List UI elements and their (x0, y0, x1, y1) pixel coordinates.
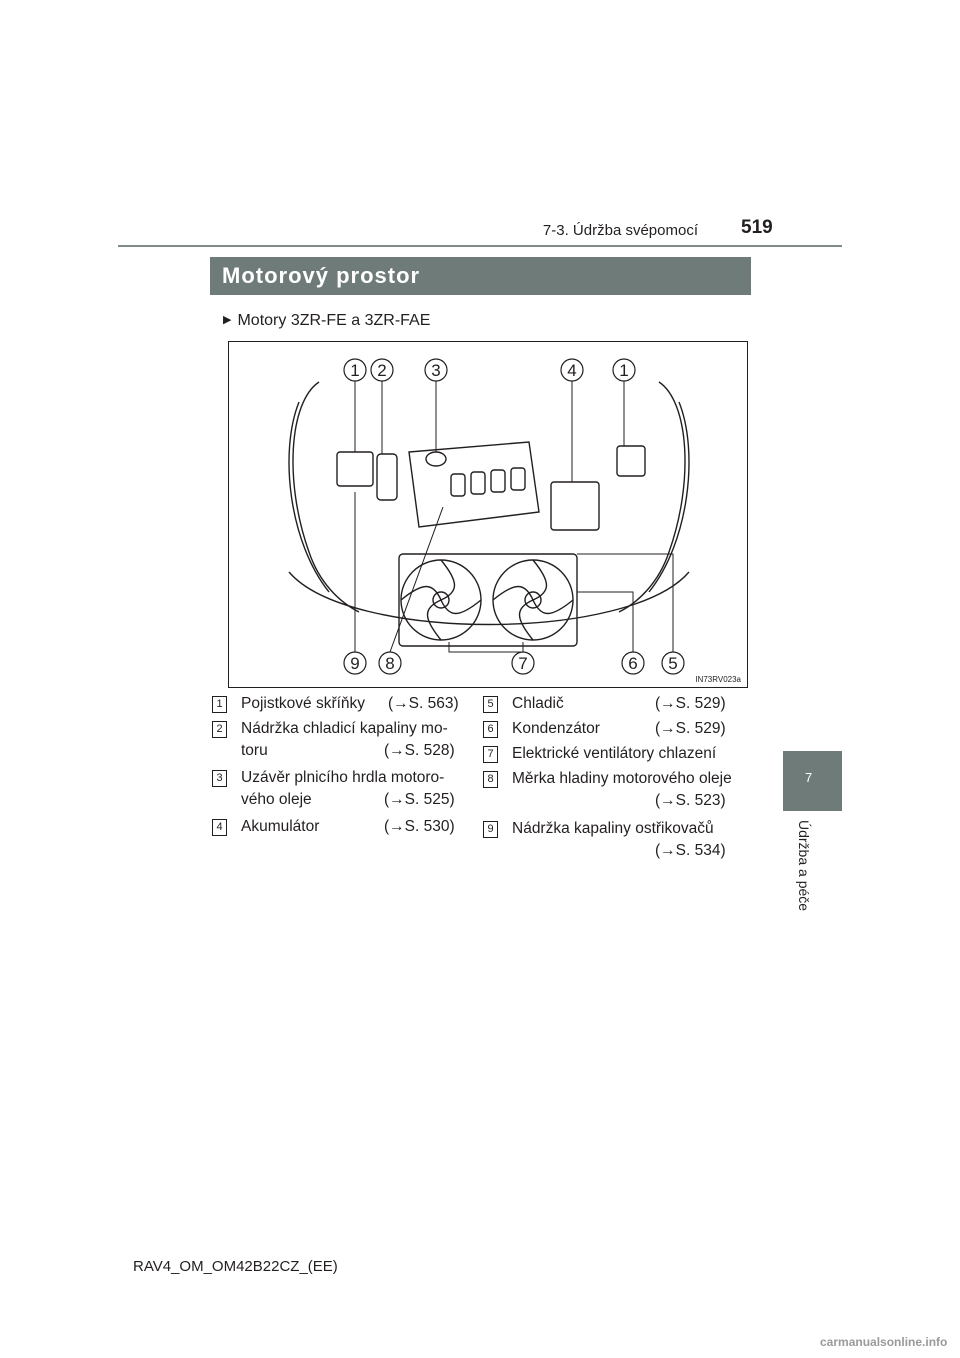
figure-code: IN73RV023a (695, 675, 741, 684)
svg-text:5: 5 (668, 654, 677, 673)
legend-item: 4 Akumulátor (→S. 530) (212, 816, 472, 838)
callout-1-top-left: 1 (343, 358, 367, 382)
svg-text:3: 3 (431, 361, 440, 380)
legend-ref: (→S. 525) (384, 791, 455, 808)
svg-text:7: 7 (518, 654, 527, 673)
engine-compartment-figure: 1 2 3 4 1 9 8 (228, 341, 748, 688)
fuse-box-left (336, 451, 374, 487)
callout-9: 9 (343, 651, 367, 675)
legend-item: 7 Elektrické ventilátory chlazení (483, 743, 753, 765)
legend-text: Měrka hladiny motorového oleje (512, 770, 732, 787)
legend-number: 4 (212, 819, 227, 836)
chapter-label: Údržba a péče (796, 820, 812, 912)
page-title: Motorový prostor (222, 263, 421, 288)
coolant-reservoir (376, 453, 398, 501)
legend-number: 2 (212, 721, 227, 738)
oil-filler-cap (425, 451, 447, 467)
callout-6: 6 (621, 651, 645, 675)
radiator (398, 553, 578, 647)
legend-number: 8 (483, 771, 498, 788)
legend-number: 9 (483, 821, 498, 838)
fuse-box-right (616, 445, 646, 477)
legend-text-cont: toru (241, 742, 268, 759)
legend-number: 6 (483, 721, 498, 738)
header-rule (118, 245, 842, 247)
callout-2: 2 (370, 358, 394, 382)
battery (550, 481, 600, 531)
svg-text:8: 8 (385, 654, 394, 673)
legend-item: 8 Měrka hladiny motorového oleje (→S. 52… (483, 768, 753, 812)
subheading-text: Motory 3ZR-FE a 3ZR-FAE (237, 312, 431, 329)
legend-ref: (→S. 528) (384, 742, 455, 759)
callout-5: 5 (661, 651, 685, 675)
title-band: Motorový prostor (210, 257, 751, 295)
legend-item: 1 Pojistkové skříňky (→S. 563) (212, 693, 472, 715)
page-number: 519 (741, 217, 773, 238)
legend-text: Kondenzátor (512, 720, 600, 737)
chapter-tab: 7 (783, 751, 842, 811)
legend-number: 5 (483, 696, 498, 713)
legend-text: Akumulátor (241, 818, 320, 835)
svg-text:2: 2 (377, 361, 386, 380)
document-code: RAV4_OM_OM42B22CZ_(EE) (133, 1258, 338, 1275)
subheading: ▶ Motory 3ZR-FE a 3ZR-FAE (223, 312, 430, 330)
chapter-number: 7 (805, 770, 813, 785)
legend-text: Elektrické ventilátory chlazení (512, 745, 717, 762)
legend-ref: (→S. 529) (655, 695, 726, 712)
svg-text:1: 1 (619, 361, 628, 380)
callout-7: 7 (511, 651, 535, 675)
callout-8: 8 (378, 651, 402, 675)
legend-ref: (→S. 534) (655, 842, 726, 859)
triangle-bullet-icon: ▶ (223, 314, 232, 326)
legend-text: Nádržka chladicí kapaliny mo- (241, 720, 448, 737)
svg-text:4: 4 (567, 361, 576, 380)
legend-item: 6 Kondenzátor (→S. 529) (483, 718, 753, 740)
legend-number: 3 (212, 770, 227, 787)
legend-number: 1 (212, 696, 227, 713)
svg-text:6: 6 (628, 654, 637, 673)
legend-text: Nádržka kapaliny ostřikovačů (512, 820, 714, 837)
legend-text: Uzávěr plnicího hrdla motoro- (241, 769, 445, 786)
legend-ref: (→S. 530) (384, 818, 455, 835)
legend-item: 2 Nádržka chladicí kapaliny mo- toru (→S… (212, 718, 472, 762)
section-title: 7-3. Údržba svépomocí (542, 222, 698, 239)
legend-number: 7 (483, 746, 498, 763)
engine-cover (408, 441, 540, 528)
legend-ref: (→S. 523) (655, 792, 726, 809)
callout-4: 4 (560, 358, 584, 382)
legend-text: Pojistkové skříňky (241, 695, 366, 712)
watermark: carmanualsonline.info (820, 1335, 948, 1349)
left-fender (292, 381, 360, 613)
legend-text: Chladič (512, 695, 564, 712)
svg-text:9: 9 (350, 654, 359, 673)
callout-3: 3 (424, 358, 448, 382)
legend-ref: (→S. 529) (655, 720, 726, 737)
legend-item: 3 Uzávěr plnicího hrdla motoro- vého ole… (212, 767, 472, 811)
legend-text-cont: vého oleje (241, 791, 312, 808)
legend-item: 9 Nádržka kapaliny ostřikovačů (→S. 534) (483, 818, 753, 862)
right-fender (618, 381, 686, 613)
callout-1-top-right: 1 (612, 358, 636, 382)
svg-text:1: 1 (350, 361, 359, 380)
engine-illustration: 1 2 3 4 1 9 8 (288, 358, 690, 675)
legend-ref: (→S. 563) (388, 695, 459, 712)
legend-item: 5 Chladič (→S. 529) (483, 693, 753, 715)
